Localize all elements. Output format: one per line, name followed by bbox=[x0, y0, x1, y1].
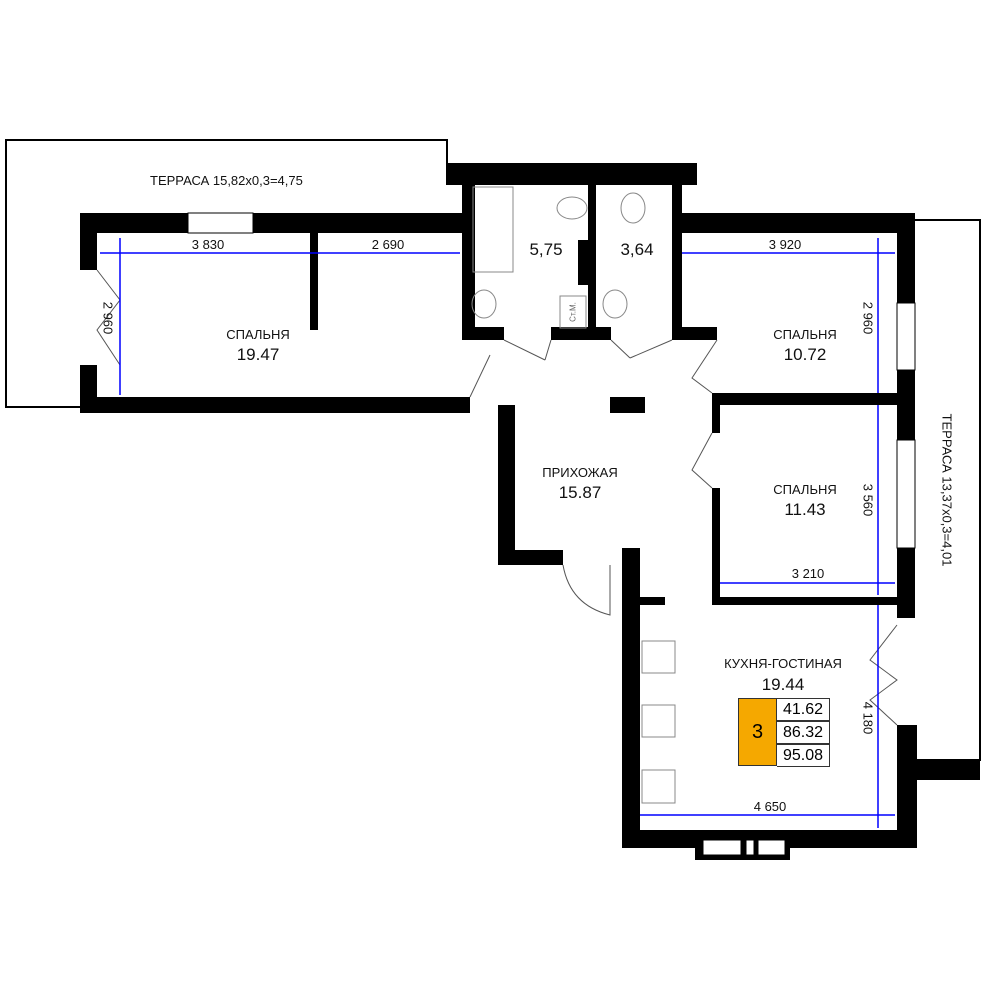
door-swings bbox=[96, 269, 898, 726]
room-area: 5,75 bbox=[529, 240, 563, 259]
apartment-summary-badge: 3 41.62 86.32 95.08 bbox=[738, 698, 830, 767]
dimension-lines bbox=[100, 238, 895, 828]
dimension-label: 4 180 bbox=[860, 701, 876, 735]
toilet-icon bbox=[556, 196, 588, 220]
rooms-count: 3 bbox=[738, 698, 777, 766]
oven-icon bbox=[641, 769, 676, 804]
room-name: СПАЛЬНЯ bbox=[773, 482, 837, 497]
dimension-label: 3 920 bbox=[768, 237, 802, 252]
dimension-label: 3 830 bbox=[191, 237, 225, 252]
total-area: 86.32 bbox=[777, 721, 830, 744]
total-with-terrace: 95.08 bbox=[777, 744, 830, 767]
dimension-label: 3 560 bbox=[860, 483, 876, 517]
walls bbox=[80, 163, 980, 860]
dimension-label: 2 960 bbox=[100, 301, 116, 335]
windows bbox=[187, 212, 916, 856]
dimension-label: 3 210 bbox=[791, 566, 825, 581]
terrace-label: ТЕРРАСА 13,37x0,3=4,01 bbox=[939, 413, 955, 567]
room-area: 19.44 bbox=[761, 675, 805, 694]
sink-icon bbox=[641, 640, 676, 674]
room-area: 3,64 bbox=[620, 240, 654, 259]
room-area: 15.87 bbox=[558, 483, 602, 502]
dimension-label: 2 690 bbox=[371, 237, 405, 252]
room-name: СПАЛЬНЯ bbox=[773, 327, 837, 342]
living-area: 41.62 bbox=[777, 698, 830, 721]
washer-label: Ст.М. bbox=[568, 302, 578, 322]
room-name: ПРИХОЖАЯ bbox=[542, 465, 618, 480]
sink-icon bbox=[471, 289, 497, 319]
room-area: 19.47 bbox=[236, 345, 280, 364]
terrace-label: ТЕРРАСА 15,82x0,3=4,75 bbox=[150, 173, 303, 188]
room-name: СПАЛЬНЯ bbox=[226, 327, 290, 342]
stove-icon bbox=[641, 704, 676, 738]
room-name: КУХНЯ-ГОСТИНАЯ bbox=[724, 656, 842, 671]
room-area: 11.43 bbox=[784, 500, 826, 519]
dimension-label: 2 960 bbox=[860, 301, 876, 335]
room-area: 10.72 bbox=[783, 345, 827, 364]
toilet-icon bbox=[620, 192, 646, 224]
bathtub-icon bbox=[472, 186, 514, 273]
fixtures bbox=[471, 186, 676, 804]
sink-icon bbox=[602, 289, 628, 319]
dimension-label: 4 650 bbox=[753, 799, 787, 814]
washer-icon bbox=[559, 295, 587, 329]
